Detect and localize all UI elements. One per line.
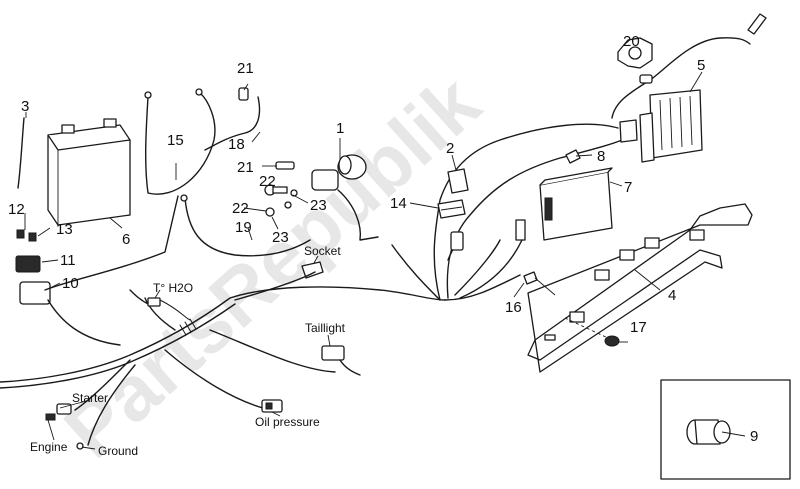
label-starter: Starter bbox=[72, 391, 108, 405]
fuse-holder bbox=[15, 195, 179, 305]
label-t-h2o: T° H2O bbox=[153, 281, 193, 295]
control-unit bbox=[539, 167, 613, 241]
starter-cable bbox=[184, 197, 311, 257]
callout-2: 2 bbox=[446, 140, 454, 157]
speed-sensor-cable bbox=[611, 13, 767, 119]
callout-23a: 23 bbox=[310, 197, 327, 214]
callout-21b: 21 bbox=[237, 159, 254, 176]
relay bbox=[447, 168, 469, 194]
battery-cable bbox=[144, 92, 216, 195]
callout-3: 3 bbox=[21, 98, 29, 115]
callout-14: 14 bbox=[390, 195, 407, 212]
callout-8: 8 bbox=[597, 148, 605, 165]
socket-connector bbox=[301, 261, 324, 279]
callout-19: 19 bbox=[235, 219, 252, 236]
label-taillight: Taillight bbox=[305, 321, 346, 335]
starter-relay bbox=[311, 154, 379, 241]
callout-13: 13 bbox=[56, 221, 73, 238]
label-oil-pressure: Oil pressure bbox=[255, 415, 320, 429]
callout-6: 6 bbox=[122, 231, 130, 248]
callout-15: 15 bbox=[167, 132, 184, 149]
callout-10: 10 bbox=[62, 275, 79, 292]
relay-holder bbox=[437, 199, 466, 219]
inset-detail-box bbox=[660, 379, 791, 480]
callout-9: 9 bbox=[750, 428, 758, 445]
mounting-plate bbox=[527, 203, 753, 373]
rubber-grommet bbox=[604, 335, 620, 347]
taillight-connector bbox=[321, 345, 361, 376]
callout-18: 18 bbox=[228, 136, 245, 153]
label-ground: Ground bbox=[98, 444, 138, 458]
ground-cable bbox=[204, 96, 261, 151]
bolts bbox=[264, 161, 298, 217]
callout-16: 16 bbox=[505, 299, 522, 316]
callout-7: 7 bbox=[624, 179, 632, 196]
plate-bolt bbox=[523, 271, 556, 296]
label-socket: Socket bbox=[304, 244, 341, 258]
callout-22b: 22 bbox=[232, 200, 249, 217]
callout-11: 11 bbox=[60, 252, 76, 269]
callout-17: 17 bbox=[630, 319, 647, 336]
callout-23b: 23 bbox=[272, 229, 289, 246]
temp-sensor-connector bbox=[147, 297, 161, 307]
callout-5: 5 bbox=[697, 57, 705, 74]
bolt bbox=[565, 149, 593, 164]
fuse-set bbox=[16, 229, 37, 242]
battery-vent-tube bbox=[17, 117, 25, 189]
callout-21a: 21 bbox=[237, 60, 254, 77]
callout-20: 20 bbox=[623, 33, 640, 50]
main-wiring-harness bbox=[0, 271, 446, 446]
callout-4: 4 bbox=[668, 287, 676, 304]
upper-harness bbox=[391, 123, 623, 301]
callout-12: 12 bbox=[8, 201, 25, 218]
starter-connector bbox=[45, 403, 84, 450]
callout-22a: 22 bbox=[259, 173, 276, 190]
callout-leaders bbox=[24, 71, 746, 450]
oil-pressure-connector bbox=[261, 399, 283, 413]
voltage-regulator bbox=[619, 89, 703, 163]
label-engine: Engine bbox=[30, 440, 68, 454]
callout-1: 1 bbox=[336, 120, 344, 137]
battery bbox=[47, 118, 131, 226]
